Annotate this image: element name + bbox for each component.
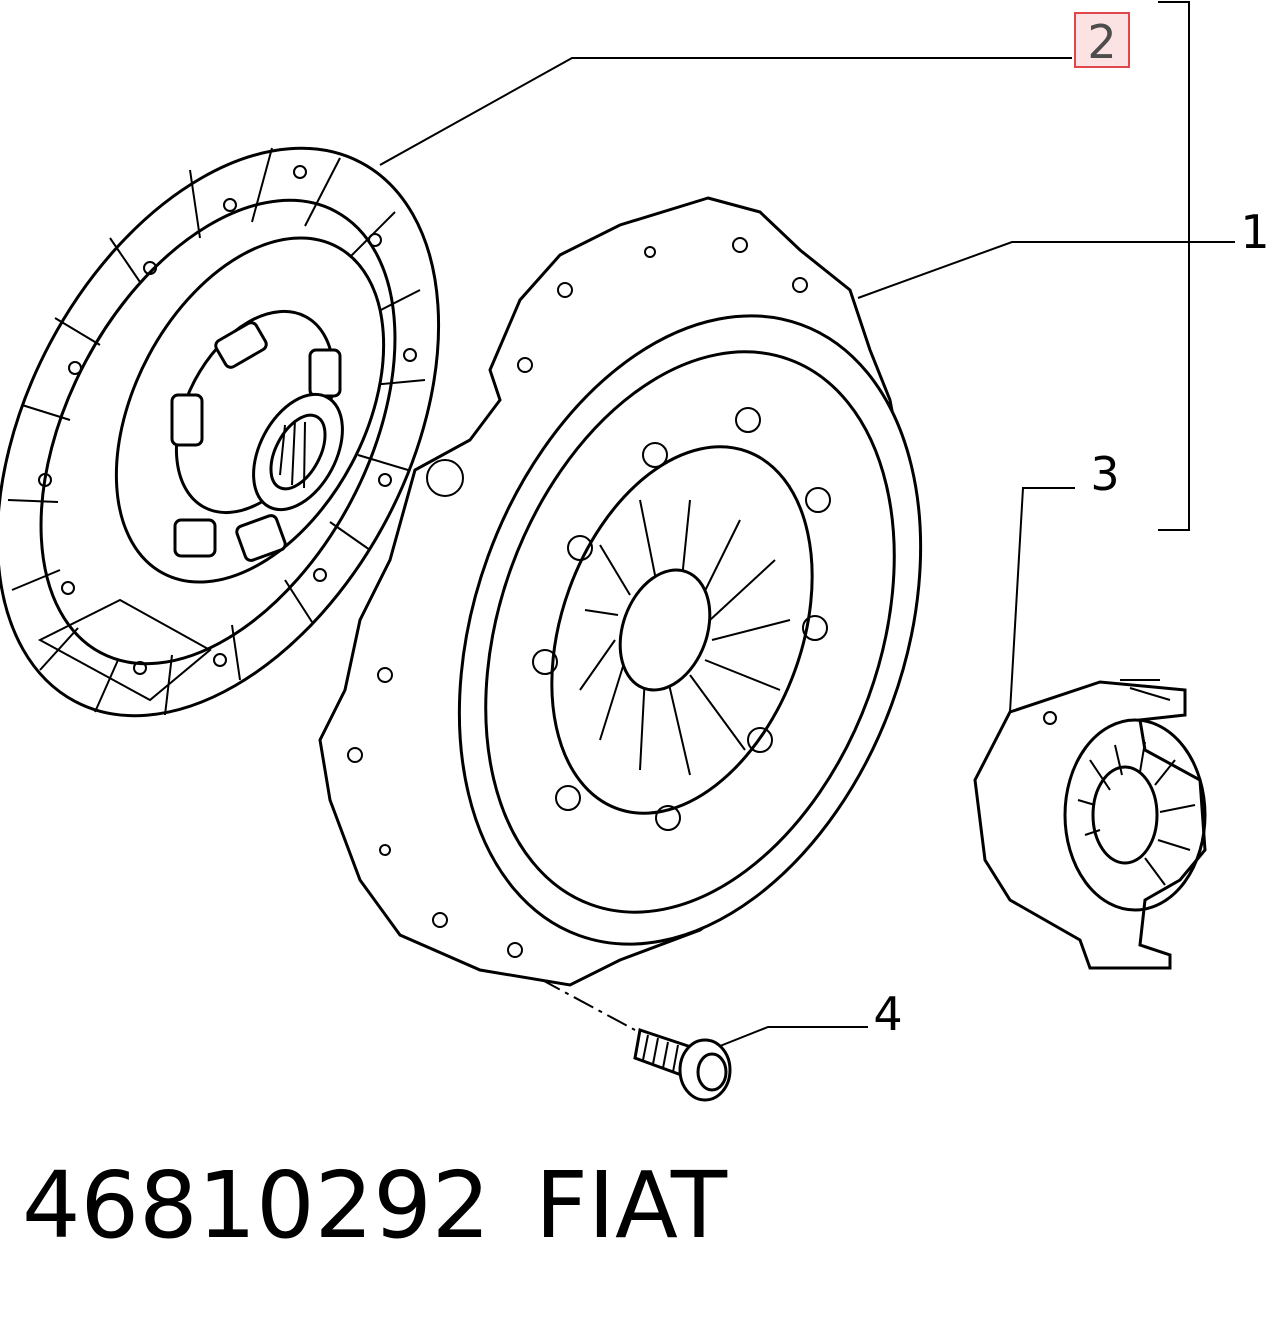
cover-bolt-holes <box>347 237 831 958</box>
clutch-disc <box>0 146 441 718</box>
lining-rivets <box>38 165 417 675</box>
leader-line-3 <box>1009 487 1075 713</box>
part-number: 46810292 <box>22 1152 491 1259</box>
lining-texture <box>37 598 212 702</box>
brand-name: FIAT <box>535 1152 728 1259</box>
bolt-head <box>678 1038 732 1102</box>
callout-2[interactable]: 2 <box>1087 15 1116 69</box>
leader-line-1 <box>857 241 1235 299</box>
leader-line-2 <box>379 57 1072 166</box>
callout-1[interactable]: 1 <box>1240 205 1269 259</box>
bolt <box>633 1028 732 1102</box>
callout-2-highlight-box <box>1074 12 1130 68</box>
callout-labels: 2 1 3 4 <box>873 12 1270 1041</box>
diaphragm-spring-fingers <box>579 499 791 776</box>
leader-lines <box>379 1 1235 1049</box>
callout-3[interactable]: 3 <box>1090 447 1119 501</box>
pressure-plate <box>318 196 923 987</box>
release-bearing <box>973 679 1207 970</box>
leader-line-4 <box>714 1026 868 1049</box>
kit-bracket <box>1158 1 1190 531</box>
callout-4[interactable]: 4 <box>873 987 902 1041</box>
friction-lining-segments <box>7 147 426 716</box>
release-bearing-bore <box>1091 765 1159 865</box>
diaphragm-center <box>618 568 712 692</box>
splined-hub <box>252 392 344 512</box>
damper-springs <box>170 321 342 562</box>
